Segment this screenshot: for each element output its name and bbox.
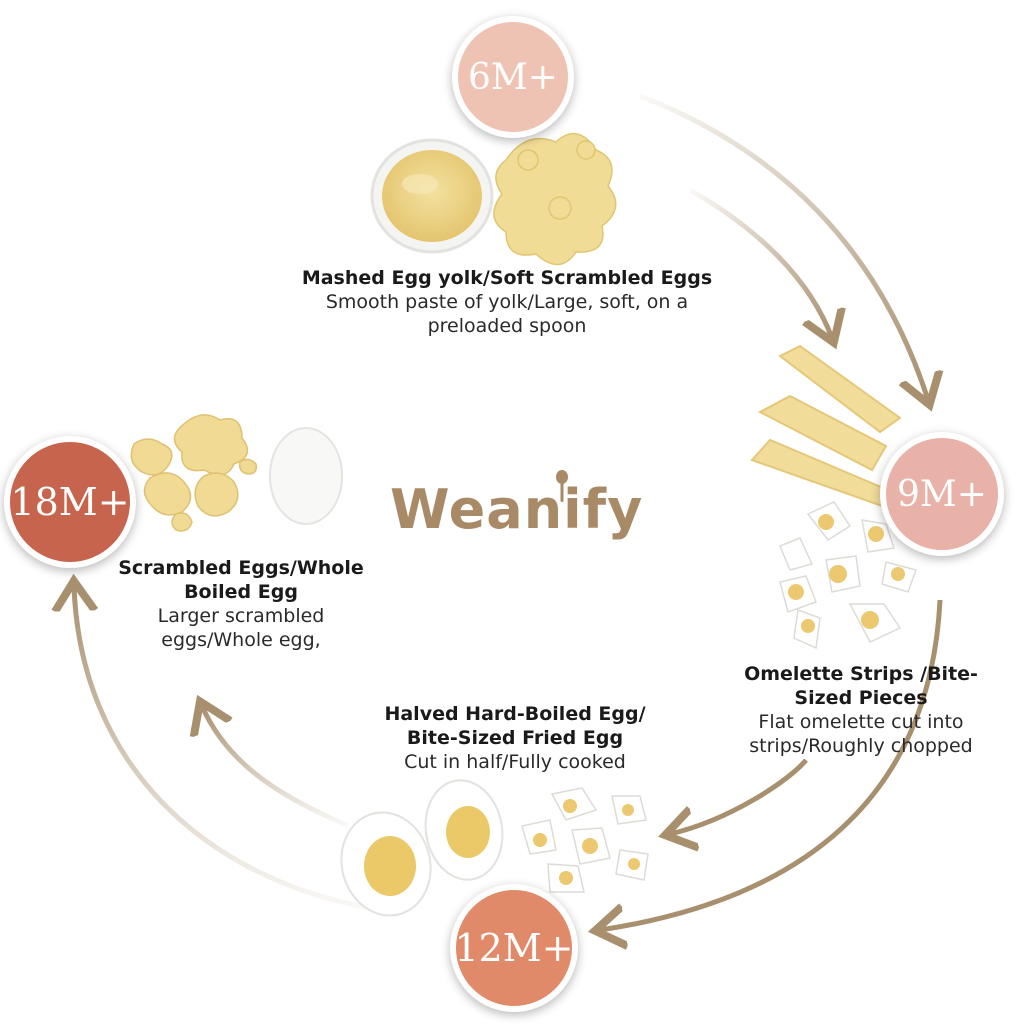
arrow-9-to-12-outer	[600, 599, 943, 930]
brand-logo: Weanify	[390, 478, 644, 541]
age-badge-12m: 12M+	[450, 884, 578, 1012]
arrow-12-to-18-inner	[202, 706, 350, 829]
age-badge-9m: 9M+	[880, 432, 1004, 556]
stage-6m-caption: Mashed Egg yolk/Soft Scrambled Eggs Smoo…	[272, 266, 742, 338]
arrow-9-to-12-inner	[670, 758, 808, 834]
arrow-6-to-9-inner	[688, 187, 832, 338]
omelette-strips-image	[750, 344, 902, 508]
fried-egg-pieces-image	[521, 787, 649, 893]
stage-9m-caption: Omelette Strips /Bite-Sized Pieces Flat …	[716, 662, 1006, 758]
whole-boiled-egg-image	[269, 427, 343, 525]
stage-12m-description: Cut in half/Fully cooked	[404, 751, 626, 773]
halved-boiled-eggs-image	[340, 779, 504, 917]
stage-9m-title: Omelette Strips /Bite-Sized Pieces	[744, 663, 978, 709]
age-badge-18m: 18M+	[4, 436, 136, 568]
spoon-icon	[556, 470, 568, 502]
stage-12m-title: Halved Hard-Boiled Egg/ Bite-Sized Fried…	[384, 703, 646, 749]
stage-9m-description: Flat omelette cut into strips/Roughly ch…	[749, 711, 973, 757]
stage-6m-description: Smooth paste of yolk/Large, soft, on a p…	[325, 291, 689, 337]
arrow-12-to-18-outer	[74, 586, 381, 913]
stage-12m-caption: Halved Hard-Boiled Egg/ Bite-Sized Fried…	[350, 702, 680, 774]
stage-18m-caption: Scrambled Eggs/Whole Boiled Egg Larger s…	[96, 556, 386, 652]
stage-18m-description: Larger scrambled eggs/Whole egg,	[157, 605, 325, 651]
age-badge-6m: 6M+	[452, 16, 574, 138]
stage-18m-title: Scrambled Eggs/Whole Boiled Egg	[118, 557, 364, 603]
arrow-6-to-9-outer	[639, 93, 928, 400]
stage-6m-title: Mashed Egg yolk/Soft Scrambled Eggs	[301, 267, 713, 289]
bite-sized-egg-pieces-image	[779, 501, 917, 650]
mashed-yolk-bowl-image	[370, 138, 494, 254]
larger-scrambled-eggs-image	[130, 414, 258, 532]
scrambled-eggs-pile-image	[493, 133, 617, 266]
